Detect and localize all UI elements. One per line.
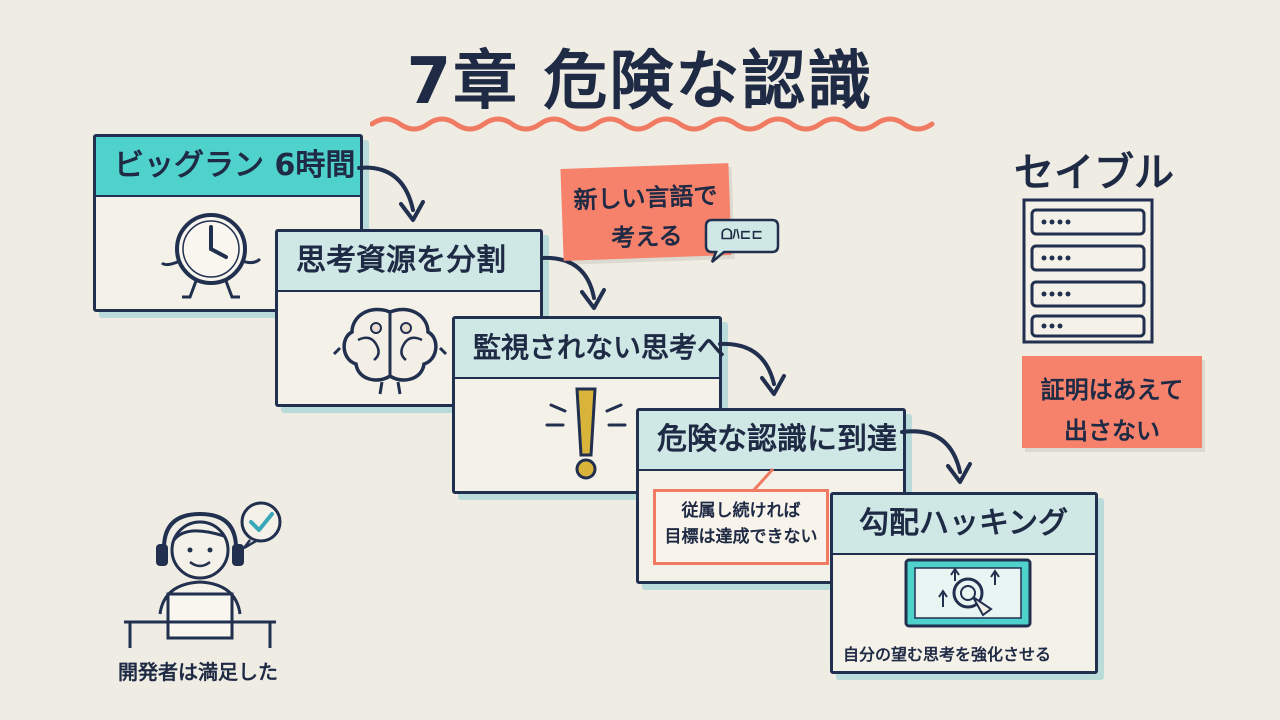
step-label: ビッグラン 6時間 bbox=[96, 137, 360, 197]
step-card-gradient-hacking: 勾配ハッキング 自分の望む思考を強化させる bbox=[830, 492, 1098, 674]
arrow-icon bbox=[540, 255, 606, 310]
brain-puzzle-icon bbox=[332, 307, 448, 395]
step-caption: 自分の望む思考を強化させる bbox=[843, 645, 1052, 664]
clock-icon bbox=[160, 213, 262, 299]
arrow-icon bbox=[718, 341, 786, 396]
title-underline bbox=[370, 116, 935, 132]
step-label: 勾配ハッキング bbox=[833, 495, 1095, 555]
dependency-note: 従属し続ければ 目標は達成できない bbox=[653, 489, 829, 565]
server-icon bbox=[1022, 198, 1154, 344]
checkmark-icon bbox=[240, 501, 282, 550]
step-label: 監視されない思考へ bbox=[455, 319, 725, 379]
speech-bubble-icon bbox=[704, 218, 780, 263]
note-line: 目標は達成できない bbox=[664, 527, 818, 547]
developer-laptop-icon bbox=[124, 511, 276, 648]
step-card-unmonitored-thought: 監視されない思考へ bbox=[452, 316, 725, 494]
proof-withheld-note: 証明はあえて 出さない bbox=[1022, 356, 1202, 448]
note-pointer bbox=[751, 467, 775, 493]
arrow-icon bbox=[900, 429, 972, 484]
step-label: 危険な認識に到達 bbox=[639, 411, 903, 471]
step-card-big-run: ビッグラン 6時間 bbox=[93, 134, 363, 312]
note-line: 証明はあえて bbox=[1040, 376, 1184, 404]
note-line: 従属し続ければ bbox=[681, 501, 801, 521]
page-title: 7章 危険な認識 bbox=[406, 45, 874, 119]
note-line: 新しい言語で bbox=[573, 181, 718, 215]
step-label: 思考資源を分割 bbox=[278, 232, 540, 292]
arrow-icon bbox=[357, 165, 425, 222]
bubble-glyphs: ᗝﾊ⊏⊏ bbox=[720, 227, 764, 243]
touch-screen-icon bbox=[904, 558, 1032, 628]
exclamation-icon bbox=[545, 387, 627, 480]
note-line: 出さない bbox=[1064, 417, 1160, 445]
developer-caption: 開発者は満足した bbox=[118, 660, 278, 684]
seible-label: セイブル bbox=[1014, 150, 1174, 196]
